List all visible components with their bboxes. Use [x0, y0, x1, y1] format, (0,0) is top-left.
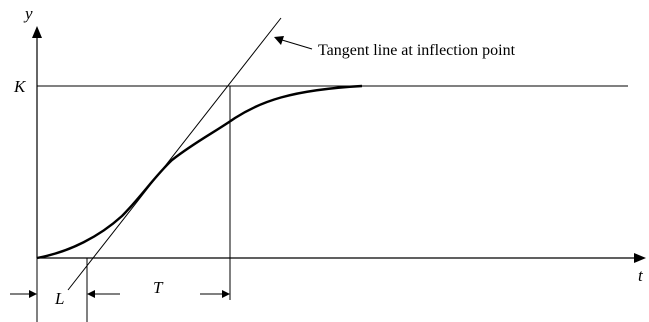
y-axis-arrowhead [32, 26, 42, 38]
tangent-annotation-label: Tangent line at inflection point [318, 42, 516, 59]
annotation-arrowhead [274, 36, 284, 45]
l-right-arrowhead [87, 290, 95, 298]
l-label: L [54, 289, 64, 308]
y-axis-label: y [23, 4, 33, 23]
l-left-arrowhead [29, 290, 37, 298]
annotation-arrow-shaft [281, 39, 313, 50]
t-axis-label: t [638, 266, 644, 285]
tangent-line [67, 17, 282, 291]
t-right-arrowhead [222, 290, 230, 298]
t-label: T [153, 278, 164, 297]
t-axis-arrowhead [634, 253, 646, 263]
k-label: K [13, 77, 27, 96]
response-curve [36, 84, 363, 260]
